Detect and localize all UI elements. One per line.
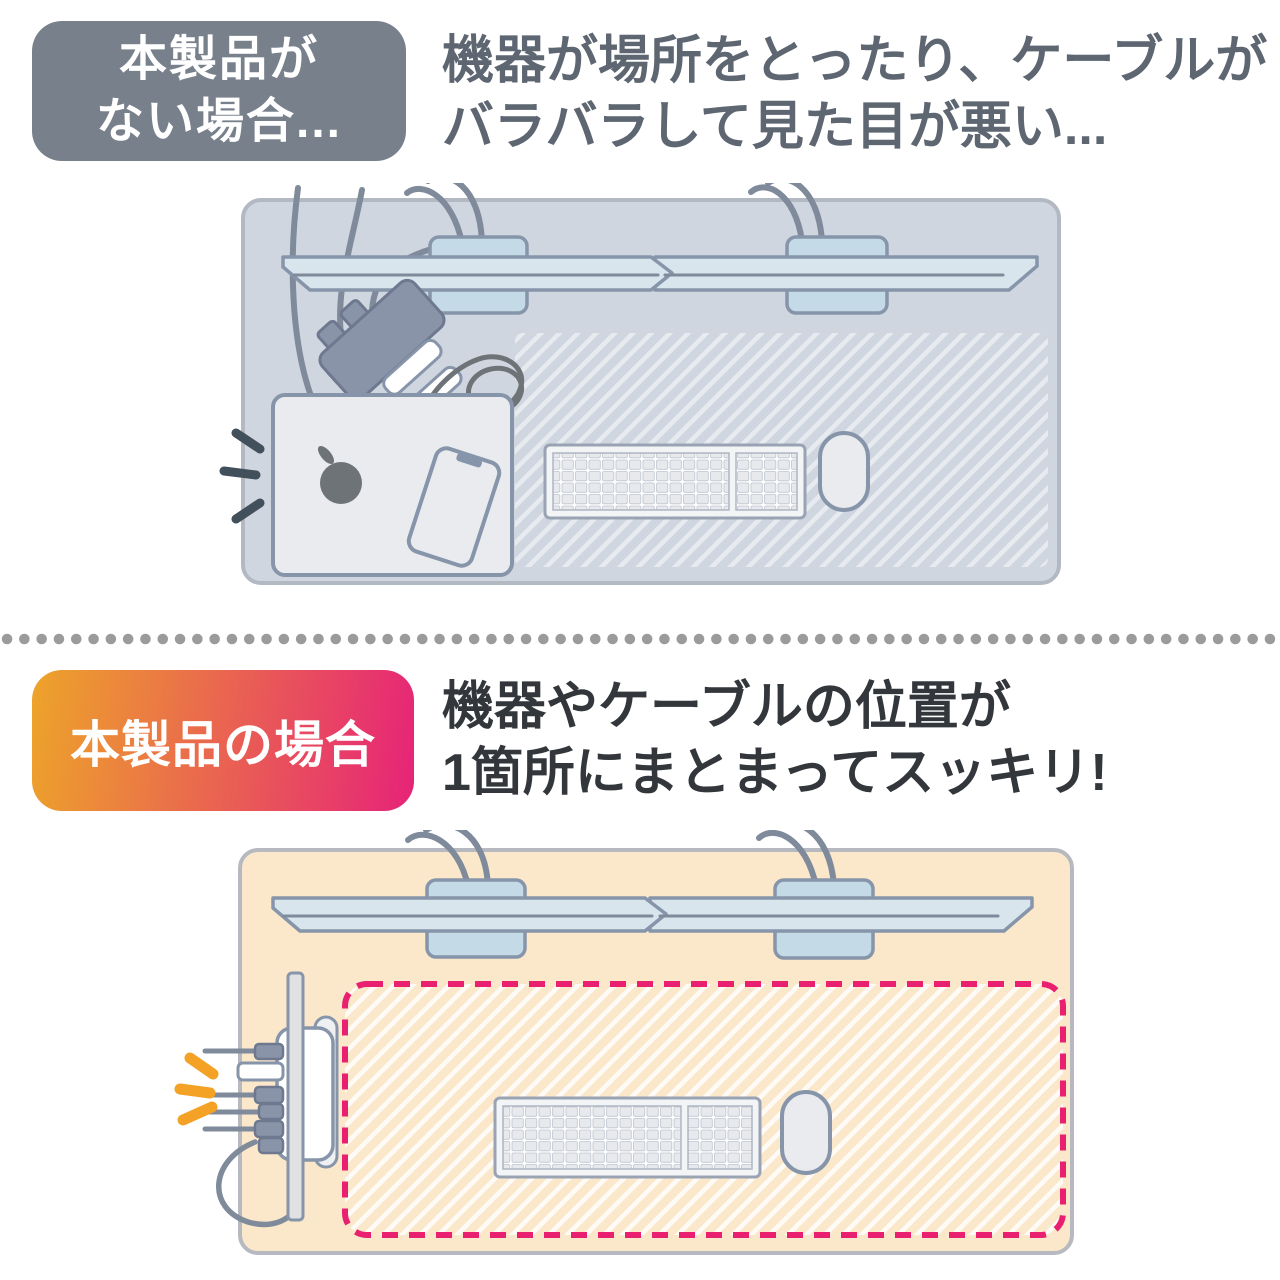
loose-white-plug-1 bbox=[382, 338, 443, 396]
keyboard bbox=[493, 1096, 762, 1179]
headline-without-line2: バラバラして見た目が悪い... bbox=[442, 98, 1108, 157]
badge-without-product: 本製品が ない場合... bbox=[32, 21, 406, 161]
mouse bbox=[818, 431, 870, 512]
mouse bbox=[780, 1090, 832, 1175]
white-plug bbox=[236, 1061, 285, 1082]
headline-with-line2: 1箇所にまとまってスッキリ! bbox=[442, 744, 1108, 803]
smartphone bbox=[406, 446, 502, 568]
phone-notch bbox=[456, 453, 482, 468]
headline-with-line1: 機器やケーブルの位置が bbox=[442, 678, 1011, 736]
badge-without-line1: 本製品が bbox=[118, 32, 319, 86]
headline-without-product: 機器が場所をとったり、ケーブルが バラバラして見た目が悪い... bbox=[442, 28, 1267, 160]
badge-with-product: 本製品の場合 bbox=[32, 670, 414, 811]
desk-clamp-bar bbox=[286, 971, 305, 1222]
emphasis-marks-dark bbox=[219, 428, 265, 524]
dotted-divider bbox=[1, 633, 1280, 645]
headline-without-line1: 機器が場所をとったり、ケーブルが bbox=[442, 32, 1268, 90]
illustration-tidy-desk bbox=[174, 830, 1074, 1255]
product-hub bbox=[275, 1026, 335, 1162]
illustration-messy-desk bbox=[219, 183, 1061, 585]
keyboard bbox=[543, 443, 807, 520]
cables bbox=[405, 830, 837, 889]
emphasis-marks-orange bbox=[174, 1052, 219, 1126]
connected-plugs bbox=[236, 1042, 285, 1155]
badge-without-line2: ない場合... bbox=[95, 95, 342, 148]
badge-with-label: 本製品の場合 bbox=[70, 716, 376, 773]
apple-logo-icon bbox=[320, 462, 362, 504]
headline-with-product: 機器やケーブルの位置が 1箇所にまとまってスッキリ! bbox=[442, 674, 1108, 806]
